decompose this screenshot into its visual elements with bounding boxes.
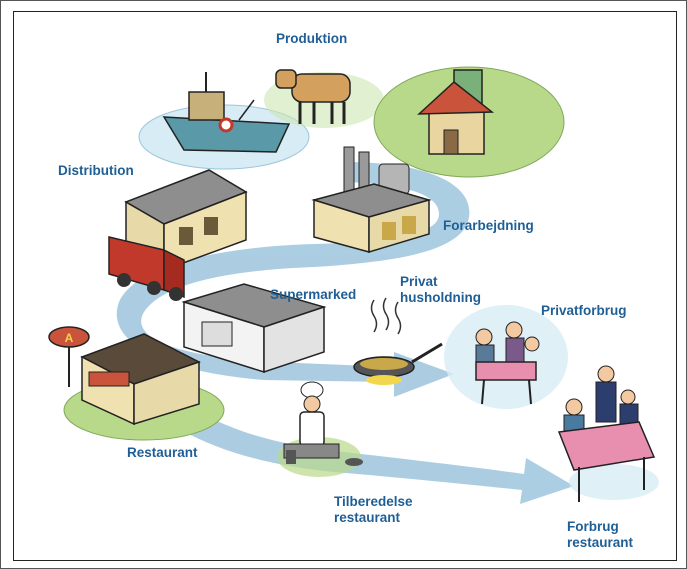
- label-forarbejdning: Forarbejdning: [443, 218, 534, 233]
- label-distribution: Distribution: [58, 163, 134, 178]
- supermarket: [181, 283, 327, 374]
- frying-pan: [353, 297, 443, 385]
- flow-arrow-restaurant: [114, 352, 574, 504]
- label-restaurant: Restaurant: [127, 445, 198, 460]
- factory: [311, 146, 432, 254]
- label-privatforbrug: Privatforbrug: [541, 303, 627, 318]
- farm: [373, 66, 565, 178]
- label-privat-husholdning: Privat husholdning: [400, 274, 481, 305]
- truck: [108, 236, 185, 301]
- restaurant-sign-letter: A: [65, 331, 74, 345]
- fishing-boat: [138, 72, 310, 170]
- label-tilberedelse-restaurant: Tilberedelse restaurant: [334, 494, 413, 525]
- label-produktion: Produktion: [276, 31, 348, 46]
- flow-arrows: [114, 162, 574, 504]
- restaurant-building: [48, 326, 225, 441]
- label-supermarked: Supermarked: [270, 287, 357, 302]
- diagram-canvas: A Produktion Distribution Forarbejdning …: [13, 11, 677, 561]
- label-forbrug-restaurant: Forbrug restaurant: [567, 519, 634, 550]
- food-chain-illustration: A: [48, 66, 659, 504]
- chef: [277, 381, 363, 477]
- family-dining: [444, 305, 568, 409]
- cow: [264, 69, 384, 128]
- restaurant-diners: [557, 365, 659, 502]
- flow-arrow-main-loop: [116, 162, 470, 397]
